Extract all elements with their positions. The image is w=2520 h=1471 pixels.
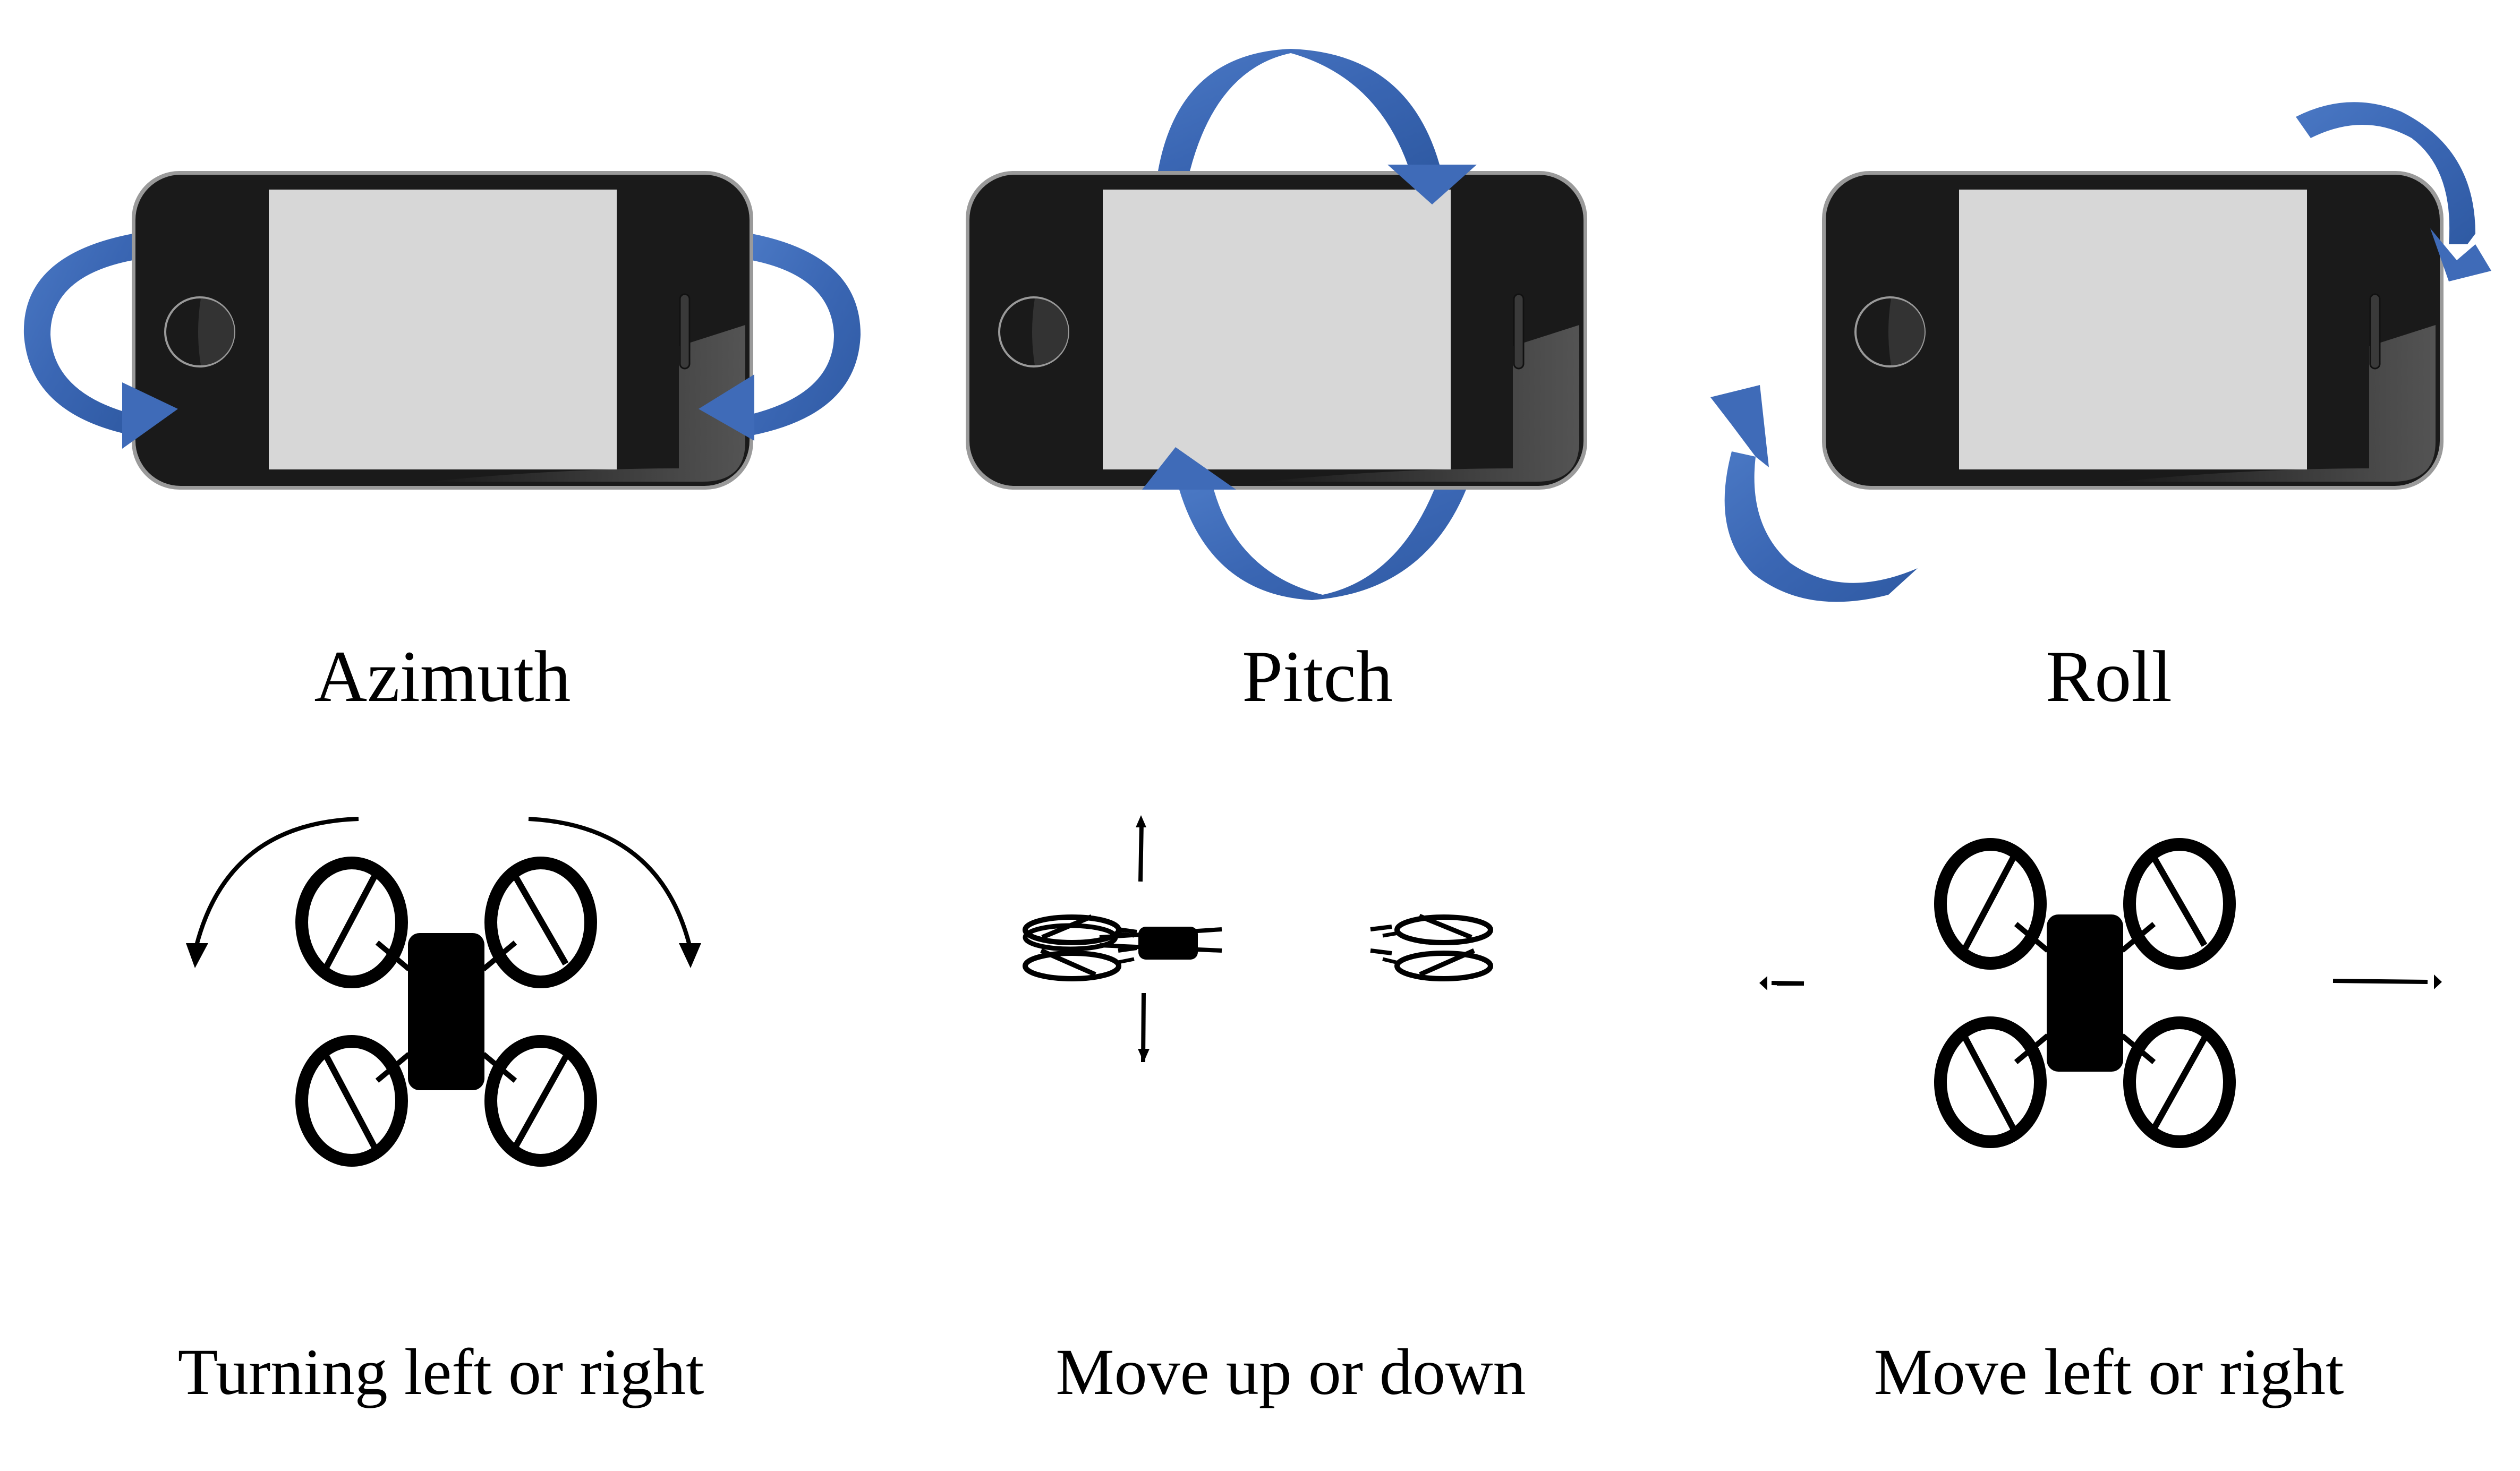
updown-drone-icon <box>1023 913 1493 981</box>
turn-arrow-right-icon <box>528 817 692 946</box>
pitch-arrowhead-down-icon <box>1387 165 1477 204</box>
roll-phone-icon <box>1821 170 2445 491</box>
turn-arrow-left-icon <box>194 817 359 946</box>
azimuth-arrow-left-icon <box>23 234 133 435</box>
azimuth-arrow-right-icon <box>752 234 861 435</box>
left-arrowhead-icon <box>1759 976 1767 990</box>
roll-label: Roll <box>2046 636 2172 717</box>
pitch-arrow-top-icon <box>1158 49 1440 171</box>
leftright-drone-icon <box>1940 844 2229 1142</box>
right-arrowhead-icon <box>2434 974 2442 989</box>
turn-drone-icon <box>302 863 591 1160</box>
leftright-label: Move left or right <box>1874 1336 2344 1408</box>
right-arrow-shaft-line <box>2332 979 2428 984</box>
pitch-label: Pitch <box>1242 636 1393 717</box>
turn-label: Turning left or right <box>178 1336 704 1408</box>
turn-arrowhead-right-icon <box>679 943 701 968</box>
pitch-arrowhead-up-icon <box>1142 447 1236 490</box>
azimuth-phone-icon <box>131 170 754 491</box>
azimuth-label: Azimuth <box>314 636 571 717</box>
turn-panel: Turning left or right <box>178 817 704 1408</box>
up-arrow-shaft <box>1138 823 1144 882</box>
roll-panel: Roll <box>1710 102 2491 717</box>
down-arrowhead-icon <box>1138 1049 1150 1062</box>
roll-arrow-bottom-left-icon <box>1724 451 1918 602</box>
up-arrowhead-icon <box>1136 815 1146 827</box>
azimuth-panel: Azimuth <box>23 170 861 717</box>
azimuth-arrowhead-right-icon <box>122 382 178 449</box>
roll-arrow-top-right-icon <box>2296 102 2475 244</box>
pitch-arrow-bottom-icon <box>1179 490 1466 600</box>
turn-arrowhead-left-icon <box>186 943 208 968</box>
updown-panel: Move up or down <box>1023 815 1526 1408</box>
pitch-panel: Pitch <box>965 49 1588 717</box>
azimuth-arrowhead-left-icon <box>699 374 754 441</box>
roll-arrowhead-up-icon <box>1710 385 1769 467</box>
pitch-phone-icon <box>965 170 1588 491</box>
updown-label: Move up or down <box>1055 1336 1526 1408</box>
leftright-panel: Move left or right <box>1759 844 2442 1408</box>
roll-arrowhead-down-icon <box>2430 228 2491 281</box>
